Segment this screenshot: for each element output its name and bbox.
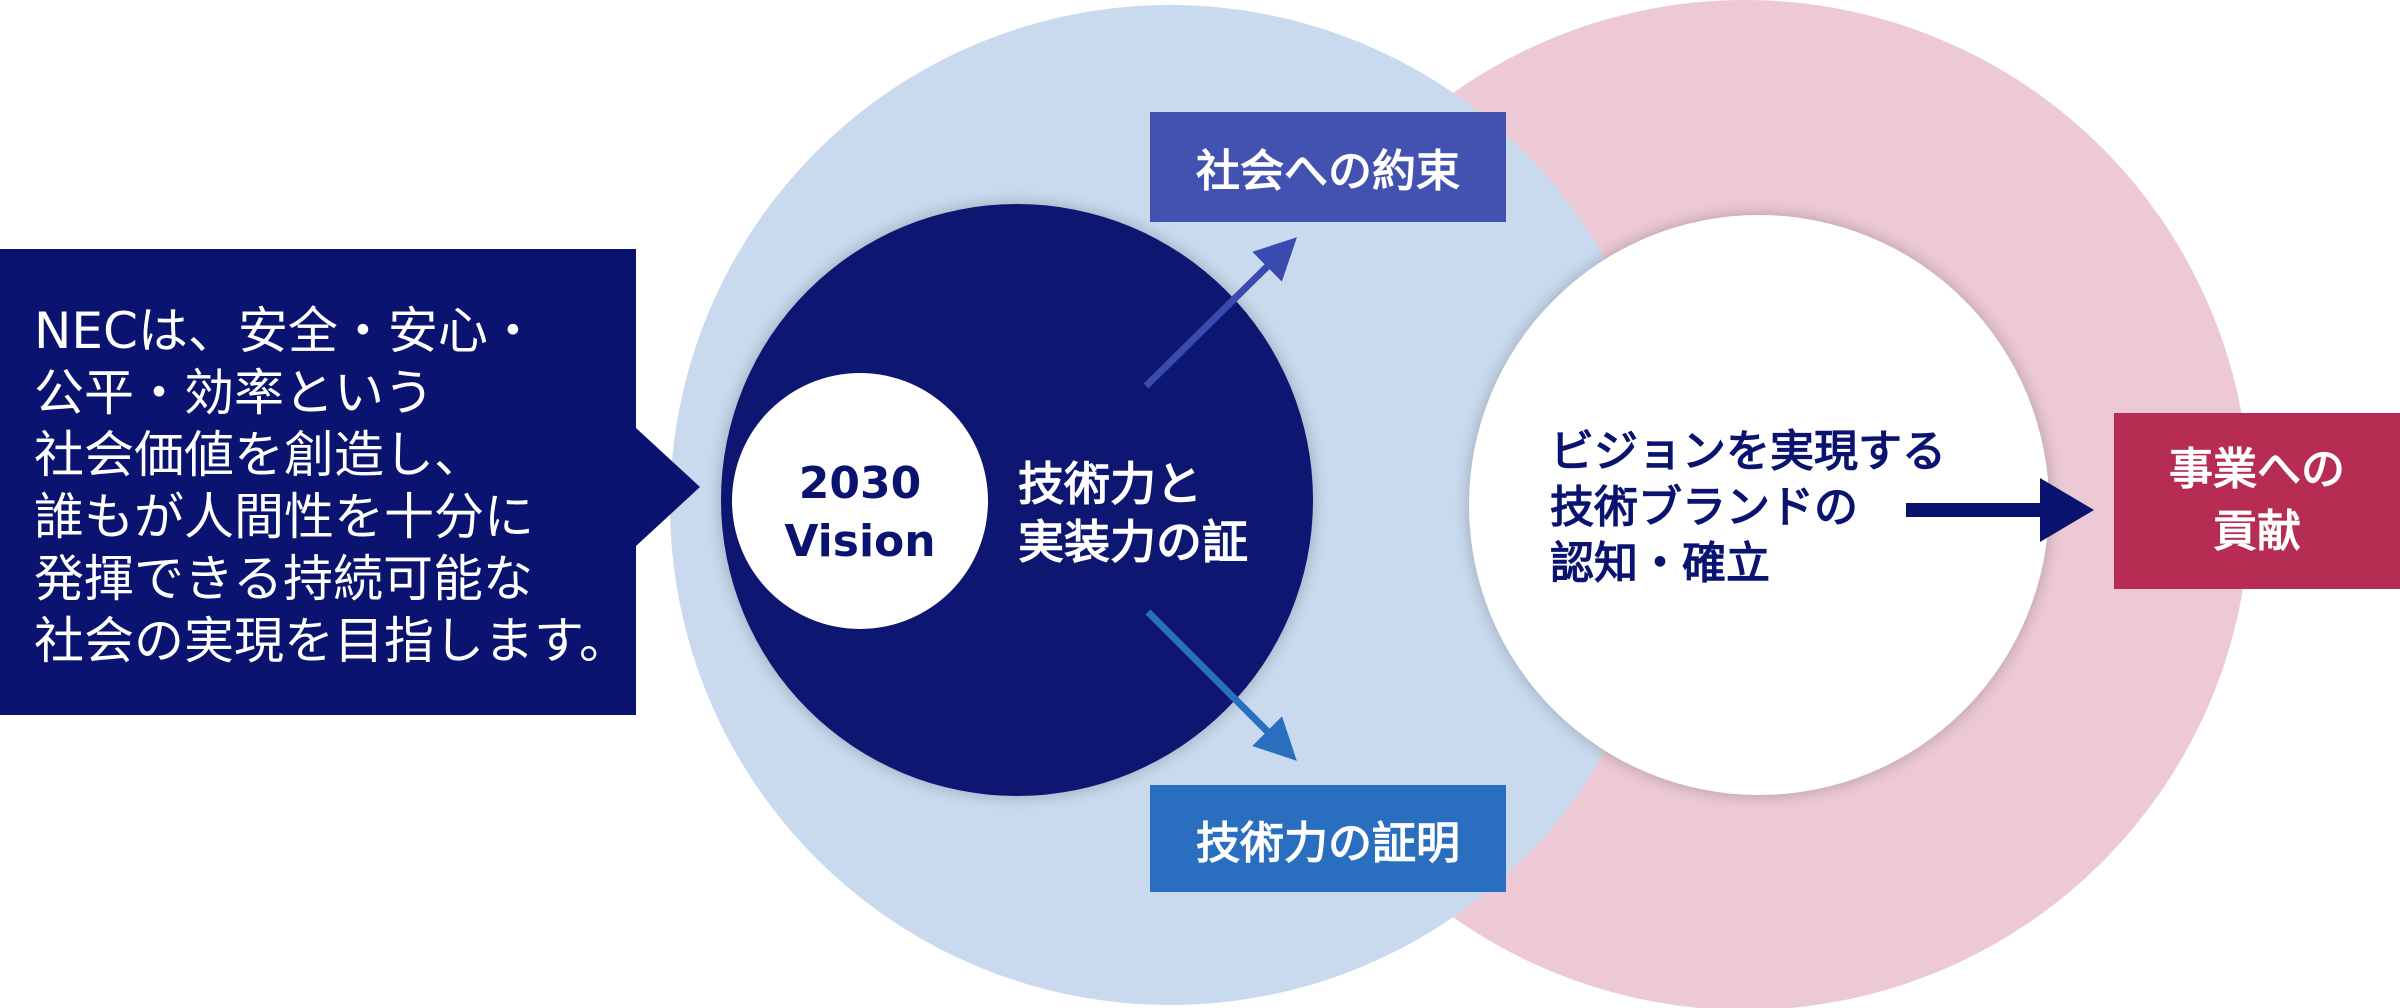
- brand-line: 技術ブランドの: [1550, 482, 1858, 533]
- proof-line: 実装力の証: [1018, 515, 1248, 569]
- tech-proof-label: 技術力の証明: [1196, 817, 1460, 869]
- mission-line: 公平・効率という: [34, 364, 434, 422]
- mission-line: 社会の実現を目指します。: [34, 612, 629, 670]
- promise-box: 社会への約束: [1150, 112, 1506, 222]
- contribution-line: 貢献: [2213, 506, 2301, 557]
- contribution-box: 事業への 貢献: [2114, 413, 2400, 589]
- mission-statement: NECは、安全・安心・ 公平・効率という 社会価値を創造し、 誰もが人間性を十分…: [34, 300, 629, 672]
- arrow-up-icon: [1143, 237, 1297, 389]
- left-panel: [0, 249, 700, 715]
- mission-line: NECは、安全・安心・: [34, 302, 538, 360]
- vision-word: Vision: [784, 516, 936, 567]
- mission-line: 誰もが人間性を十分に: [34, 488, 534, 546]
- arrow-right-head-icon: [2040, 478, 2094, 542]
- proof-center-label: 技術力と 実装力の証: [1018, 455, 1248, 571]
- vision-white-circle: [732, 373, 988, 629]
- arrow-down-icon: [1145, 609, 1297, 761]
- navy-circle: [721, 204, 1313, 796]
- mission-line: 発揮できる持続可能な: [34, 550, 533, 608]
- tech-proof-box: 技術力の証明: [1150, 785, 1506, 892]
- vision-year: 2030: [798, 458, 922, 509]
- brand-line: 認知・確立: [1550, 538, 1770, 589]
- brand-line: ビジョンを実現する: [1550, 426, 1946, 477]
- brand-white-circle: [1469, 215, 2049, 795]
- promise-label: 社会への約束: [1196, 146, 1460, 197]
- vision-label: 2030 Vision: [732, 455, 988, 571]
- mission-line: 社会価値を創造し、: [34, 426, 484, 484]
- brand-label: ビジョンを実現する 技術ブランドの 認知・確立: [1550, 424, 1946, 592]
- contribution-line: 事業への: [2169, 444, 2345, 495]
- proof-line: 技術力と: [1018, 457, 1202, 511]
